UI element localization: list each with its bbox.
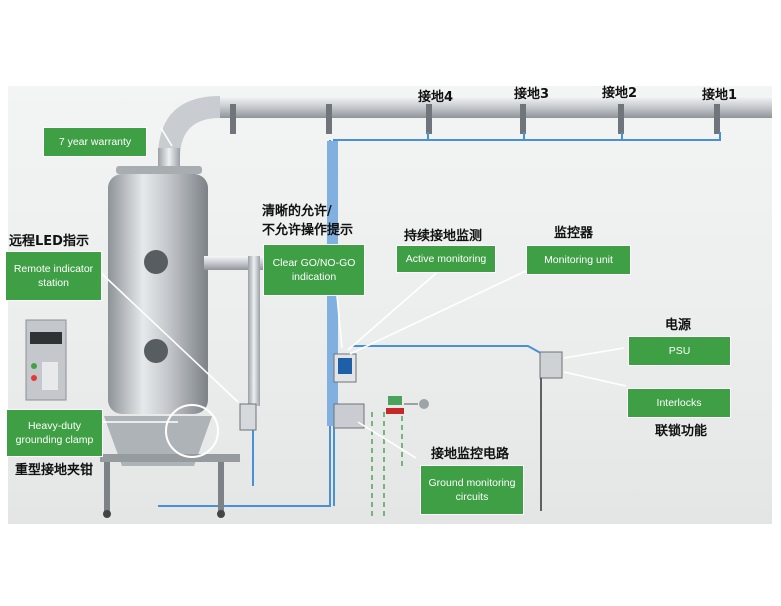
overhead-pipe: [158, 96, 772, 188]
psu-box: PSU: [628, 336, 731, 366]
ground-circuits-cn-label: 接地监控电路: [431, 447, 510, 462]
vessel: [100, 166, 264, 518]
remote-indicator-cn-label: 远程LED指示: [9, 234, 89, 249]
clear-go-cn-line1: 清晰的允许/: [262, 204, 332, 219]
active-monitoring-cn-label: 持续接地监测: [404, 229, 483, 244]
interlocks-cn-label: 联锁功能: [655, 424, 708, 439]
field-devices: [239, 351, 563, 431]
plant-illustration: [8, 86, 772, 524]
ground-dashes: [371, 412, 403, 516]
remote-indicator-box: Remote indicator station: [5, 251, 102, 301]
psu-cn-label: 电源: [665, 318, 692, 333]
ground-point-4-label: 接地4: [418, 90, 454, 105]
ground-point-2-label: 接地2: [602, 86, 638, 101]
monitoring-unit-cn-label: 监控器: [554, 226, 594, 241]
ground-point-3-label: 接地3: [514, 87, 550, 102]
clamp-cn-label: 重型接地夹钳: [15, 463, 94, 478]
active-monitoring-box: Active monitoring: [396, 245, 496, 273]
clear-go-cn-line2: 不允许操作提示: [262, 223, 354, 238]
ground-point-1-label: 接地1: [702, 88, 738, 103]
control-panel: [25, 319, 67, 401]
clamp-box: Heavy-duty grounding clamp: [6, 409, 103, 457]
monitoring-unit-box: Monitoring unit: [526, 245, 631, 275]
callout-lines: [38, 127, 627, 459]
warranty-box: 7 year warranty: [43, 127, 147, 157]
clear-go-box: Clear GO/NO-GO indication: [263, 244, 365, 296]
interlocks-box: Interlocks: [627, 388, 731, 418]
ground-circuits-box: Ground monitoring circuits: [420, 465, 524, 515]
